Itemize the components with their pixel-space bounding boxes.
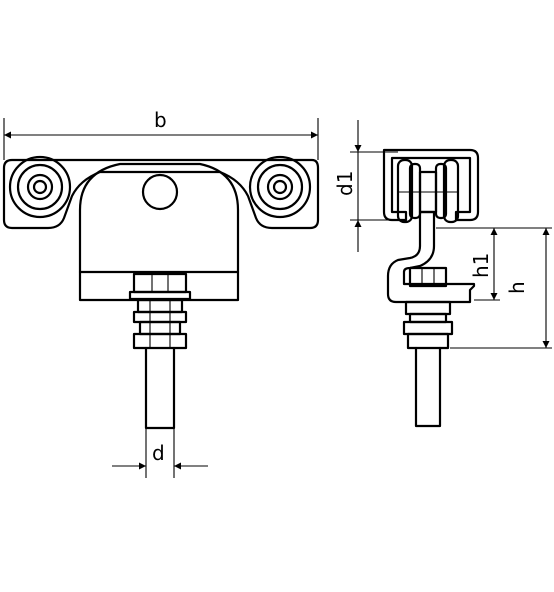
dimension-h-label: h — [505, 281, 529, 294]
dimension-b-label: b — [154, 108, 167, 132]
side-view — [382, 148, 480, 428]
right-wheel — [248, 155, 312, 219]
hex-nut — [132, 272, 188, 294]
dimension-d-label: d — [152, 441, 165, 465]
pivot-hole — [141, 173, 179, 211]
side-rod — [414, 346, 442, 428]
dimension-b: b — [3, 108, 319, 160]
dimension-d1-label: d1 — [333, 171, 357, 196]
rail-profile — [382, 148, 480, 222]
rod — [144, 346, 176, 430]
hanger-bracket — [386, 210, 476, 304]
dimension-h1-label: h1 — [469, 253, 493, 278]
left-wheel — [8, 155, 72, 219]
dimension-h: h1 h — [436, 227, 552, 349]
dimension-d1: d1 — [333, 120, 398, 252]
central-body — [78, 162, 240, 302]
dimension-d: d — [112, 441, 208, 470]
front-view — [2, 155, 320, 478]
